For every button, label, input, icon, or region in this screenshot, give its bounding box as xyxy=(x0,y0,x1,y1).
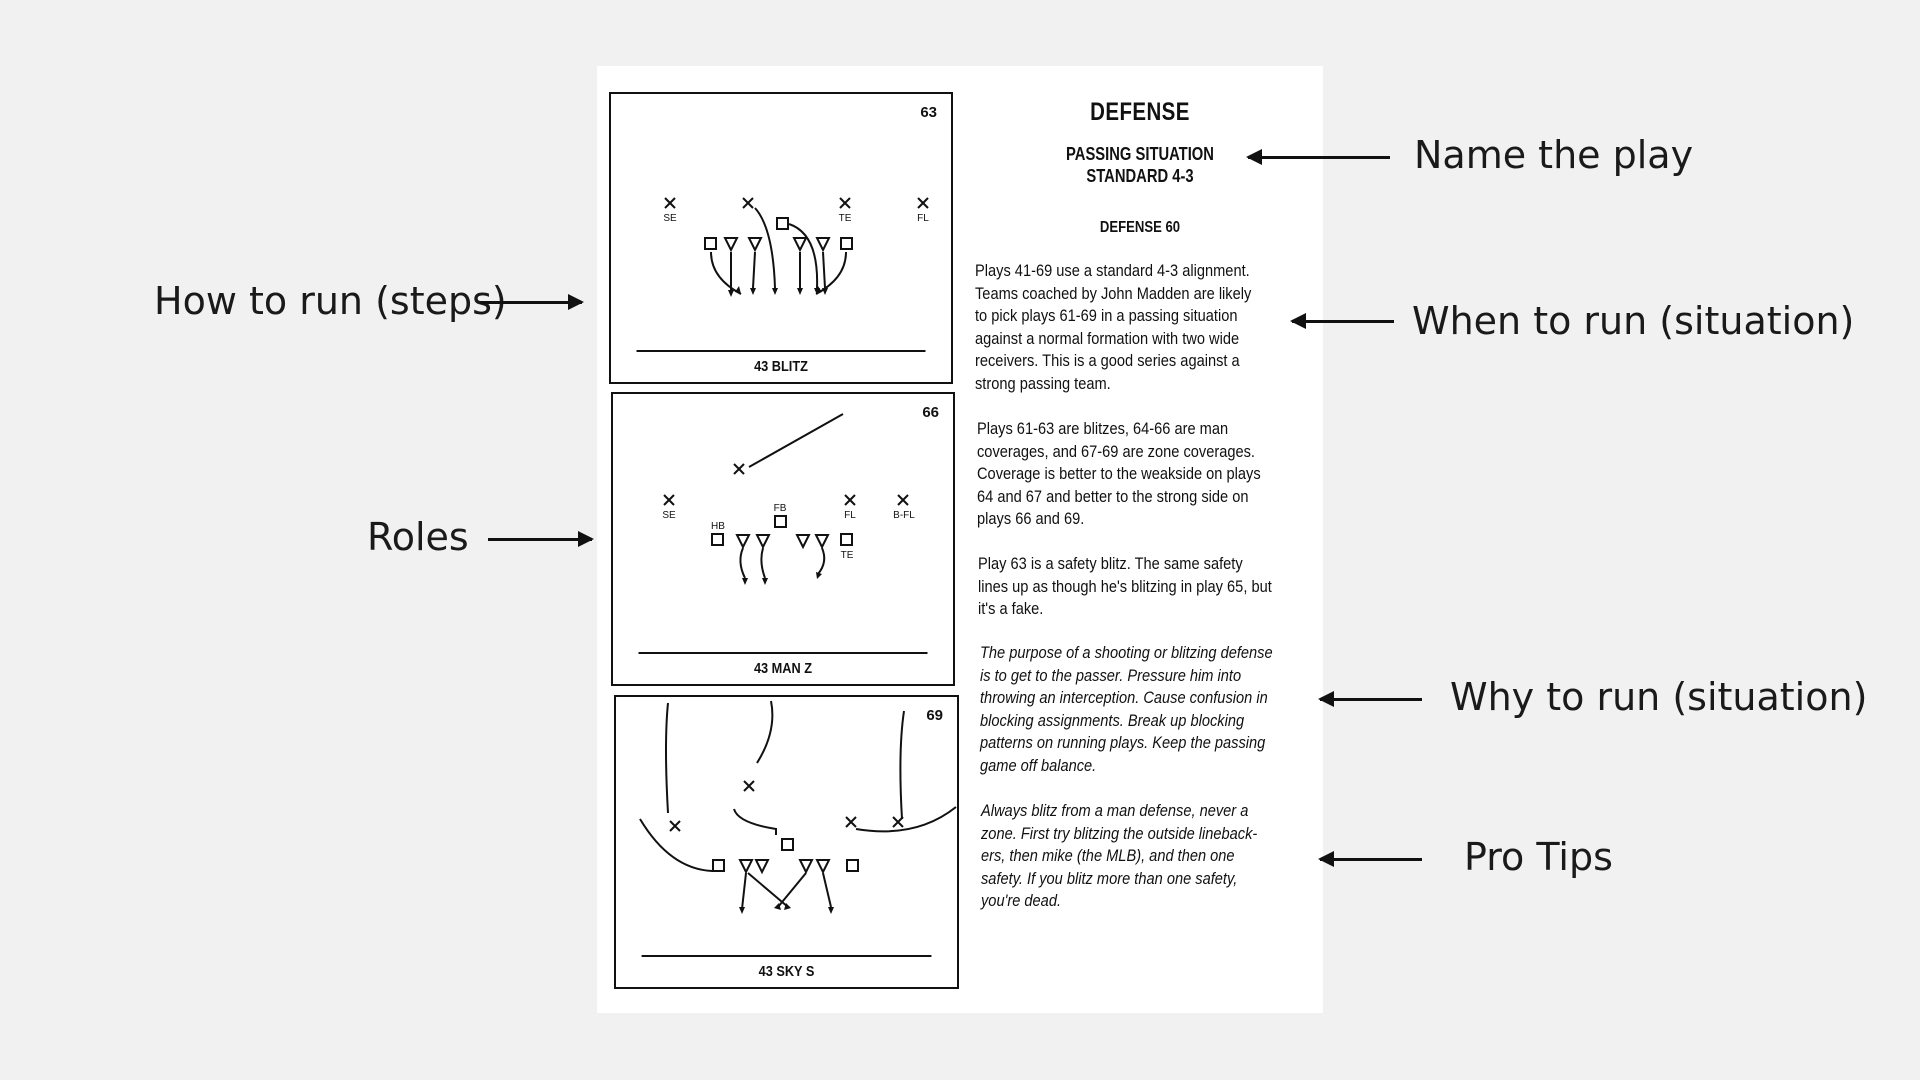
arrow-right-icon xyxy=(488,531,594,547)
role-label: FL xyxy=(844,510,856,521)
callout-pro-tips: Pro Tips xyxy=(1464,835,1613,879)
paragraph-purpose: The purpose of a shooting or blitzing de… xyxy=(980,642,1324,777)
role-label: B-FL xyxy=(893,510,915,521)
text-line: 64 and 67 and better to the strong side … xyxy=(977,486,1249,506)
text-line: Always blitz from a man defense, never a xyxy=(981,801,1249,820)
text-line: receivers. This is a good series against… xyxy=(975,351,1240,370)
text-line: Teams coached by John Madden are likely xyxy=(975,283,1252,303)
subtitle-line-1: PASSING SITUATION xyxy=(1066,144,1214,164)
callout-why-to-run: Why to run (situation) xyxy=(1450,675,1868,719)
text-line: against a normal formation with two wide xyxy=(975,328,1240,348)
text-line: it's a fake. xyxy=(978,599,1044,618)
text-line: strong passing team. xyxy=(975,373,1111,393)
play-66-formation: SE FB FL B-FL HB TE xyxy=(662,413,915,585)
role-label: FB xyxy=(774,503,787,514)
subtitle-line-2: STANDARD 4-3 xyxy=(1086,166,1194,186)
text-line: safety. If you blitz more than one safet… xyxy=(981,868,1238,888)
play-name: 43 BLITZ xyxy=(636,350,926,382)
arrow-right-icon xyxy=(480,294,584,310)
text-line: you're dead. xyxy=(981,891,1062,910)
text-line: ers, then mike (the MLB), and then one xyxy=(981,846,1235,865)
text-line: throwing an interception. Cause confusio… xyxy=(980,688,1268,707)
role-label: FL xyxy=(917,213,929,224)
text-line: is to get to the passer. Pressure him in… xyxy=(980,665,1242,685)
play-number: 63 xyxy=(920,104,937,121)
text-line: Coverage is better to the weakside on pl… xyxy=(977,464,1261,483)
play-number: 66 xyxy=(922,404,939,421)
arrow-left-icon xyxy=(1246,149,1390,165)
arrow-left-icon xyxy=(1318,851,1422,867)
role-label: SE xyxy=(662,510,676,521)
play-name: 43 SKY S xyxy=(641,955,932,987)
play-diagram-63: 63 xyxy=(609,92,953,384)
text-line: to pick plays 61-69 in a passing situati… xyxy=(975,306,1238,325)
paragraph-coverages: Plays 61-63 are blitzes, 64-66 are man c… xyxy=(977,418,1321,531)
text-line: plays 66 and 69. xyxy=(977,509,1085,528)
callout-when-to-run: When to run (situation) xyxy=(1412,299,1855,343)
text-line: zone. First try blitzing the outside lin… xyxy=(981,823,1258,843)
callout-how-to-run: How to run (steps) xyxy=(154,279,507,323)
play-number: 69 xyxy=(926,707,943,724)
role-label: HB xyxy=(711,521,725,532)
callout-roles: Roles xyxy=(367,515,469,559)
role-label: TE xyxy=(839,213,852,224)
callout-name-the-play: Name the play xyxy=(1414,133,1694,177)
play-diagram-66: 66 xyxy=(611,392,955,686)
defense-label: DEFENSE 60 xyxy=(1099,219,1181,236)
paragraph-alignment: Plays 41-69 use a standard 4-3 alignment… xyxy=(975,260,1319,395)
arrow-left-icon xyxy=(1318,691,1422,707)
play-63-formation: SE TE FL xyxy=(663,197,929,297)
text-line: patterns on running plays. Keep the pass… xyxy=(980,733,1266,752)
role-label: SE xyxy=(663,213,677,224)
text-line: Play 63 is a safety blitz. The same safe… xyxy=(978,554,1243,573)
text-line: The purpose of a shooting or blitzing de… xyxy=(980,643,1273,662)
text-line: game off balance. xyxy=(980,755,1097,775)
play-name: 43 MAN Z xyxy=(638,652,928,684)
play-diagram-69: 69 xyxy=(614,695,959,989)
text-line: Plays 41-69 use a standard 4-3 alignment… xyxy=(975,261,1250,280)
play-69-formation xyxy=(639,700,957,914)
paragraph-pro-tips: Always blitz from a man defense, never a… xyxy=(981,800,1325,913)
page-title: DEFENSE xyxy=(1090,98,1190,126)
paragraph-safety-blitz: Play 63 is a safety blitz. The same safe… xyxy=(978,553,1322,621)
text-line: lines up as though he's blitzing in play… xyxy=(978,576,1272,596)
text-line: Plays 61-63 are blitzes, 64-66 are man xyxy=(977,419,1229,438)
role-label: TE xyxy=(841,550,854,561)
arrow-left-icon xyxy=(1290,313,1394,329)
text-line: coverages, and 67-69 are zone coverages. xyxy=(977,441,1255,461)
text-line: blocking assignments. Break up blocking xyxy=(980,710,1245,730)
